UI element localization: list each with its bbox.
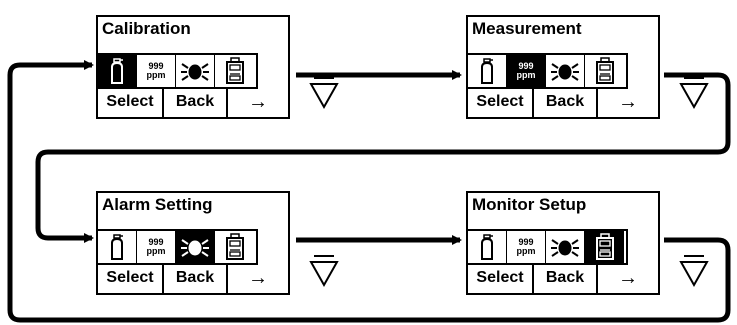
monitor-device-icon[interactable] bbox=[585, 55, 624, 87]
arrow-measurement-to-alarm bbox=[35, 72, 731, 243]
arrow-monitor-to-calibration bbox=[7, 60, 731, 323]
ppm-value: 999 bbox=[518, 237, 534, 247]
next-arrow-button[interactable]: → bbox=[618, 90, 638, 113]
back-button[interactable]: Back bbox=[534, 87, 598, 117]
ppm-value: 999 bbox=[518, 61, 534, 71]
monitor-device-icon[interactable] bbox=[585, 231, 624, 263]
select-button[interactable]: Select bbox=[468, 87, 534, 117]
back-button[interactable]: Back bbox=[164, 87, 228, 117]
next-arrow-button[interactable]: → bbox=[618, 266, 638, 289]
screen-title: Alarm Setting bbox=[102, 195, 213, 214]
screen-title: Calibration bbox=[102, 19, 191, 38]
screen-title: Monitor Setup bbox=[472, 195, 587, 214]
ppm-unit: ppm bbox=[146, 70, 166, 80]
gas-cylinder-icon[interactable] bbox=[468, 55, 507, 87]
monitor-device-icon[interactable] bbox=[215, 55, 254, 87]
alarm-icon[interactable] bbox=[176, 55, 215, 87]
select-button[interactable]: Select bbox=[468, 263, 534, 293]
gas-cylinder-icon[interactable] bbox=[98, 55, 137, 87]
select-button[interactable]: Select bbox=[98, 87, 164, 117]
ppm-unit: ppm bbox=[146, 246, 166, 256]
ppm-unit: ppm bbox=[516, 70, 536, 80]
screen-title: Measurement bbox=[472, 19, 582, 38]
alarm-icon[interactable] bbox=[176, 231, 215, 263]
gas-cylinder-icon[interactable] bbox=[468, 231, 507, 263]
alarm-icon[interactable] bbox=[546, 55, 585, 87]
ppm-unit: ppm bbox=[516, 246, 536, 256]
back-button[interactable]: Back bbox=[534, 263, 598, 293]
next-arrow-button[interactable]: → bbox=[248, 266, 268, 289]
next-arrow-button[interactable]: → bbox=[248, 90, 268, 113]
back-button[interactable]: Back bbox=[164, 263, 228, 293]
down-key-icon bbox=[679, 255, 709, 288]
gas-cylinder-icon[interactable] bbox=[98, 231, 137, 263]
ppm-value: 999 bbox=[148, 237, 164, 247]
ppm-value: 999 bbox=[148, 61, 164, 71]
down-key-icon bbox=[309, 255, 339, 288]
down-key-icon bbox=[309, 77, 339, 110]
monitor-device-icon[interactable] bbox=[215, 231, 254, 263]
select-button[interactable]: Select bbox=[98, 263, 164, 293]
alarm-icon[interactable] bbox=[546, 231, 585, 263]
down-key-icon bbox=[679, 77, 709, 110]
